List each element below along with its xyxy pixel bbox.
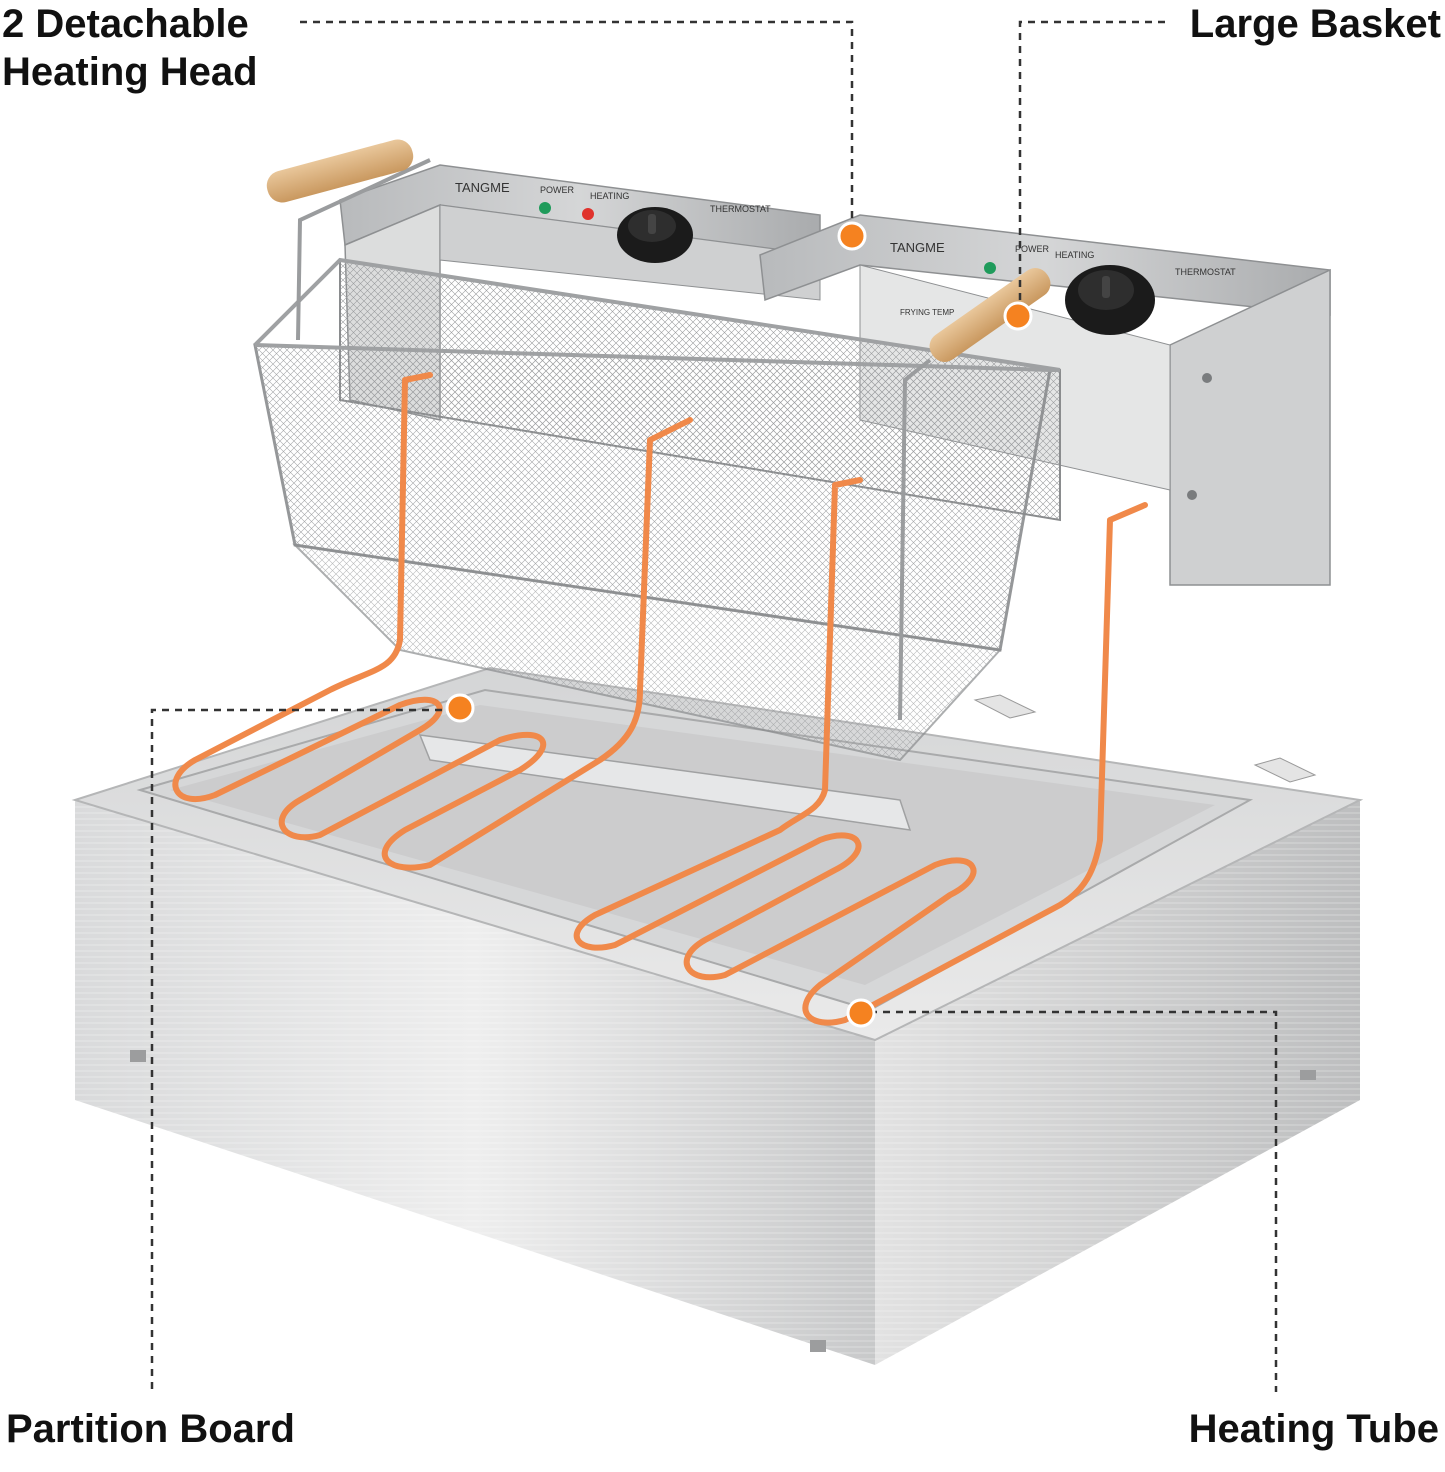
callout-heating-head: 2 Detachable Heating Head (2, 0, 258, 96)
screw (1187, 490, 1197, 500)
markers (445, 221, 1033, 1028)
callout-heating-head-line2: Heating Head (2, 50, 258, 94)
brand-logo-right: TANGME (890, 240, 945, 255)
power-label-right: POWER (1015, 244, 1050, 254)
thermostat-label: THERMOSTAT (710, 204, 771, 214)
heating-tube-right (573, 477, 1148, 1026)
heating-indicator-icon (582, 208, 594, 220)
leader-heating-tube (870, 1010, 1278, 1392)
brand-logo-left: TANGME (455, 180, 510, 195)
power-indicator-icon (984, 262, 996, 274)
callout-heating-head-line1: 2 Detachable (2, 2, 249, 46)
partition-board (418, 734, 912, 831)
basket-handle-left[interactable] (263, 136, 416, 206)
heating-tube-left (172, 372, 693, 871)
thermostat-label-right: THERMOSTAT (1175, 267, 1236, 277)
fry-basket (253, 136, 1061, 762)
callout-partition-board: Partition Board (6, 1407, 295, 1451)
marker-large-basket (1003, 301, 1033, 331)
foot (810, 1340, 826, 1352)
mounting-clip (1253, 757, 1317, 783)
heating-tube-group (172, 372, 1148, 1026)
foot (1300, 1070, 1316, 1080)
screw (1202, 373, 1212, 383)
heating-label-right: HEATING (1055, 250, 1094, 260)
foot (130, 1050, 146, 1062)
heating-label: HEATING (590, 191, 629, 201)
marker-heating-head (837, 221, 867, 251)
fryer-base (71, 666, 1364, 1365)
callout-heating-tube: Heating Tube (1188, 1407, 1439, 1451)
leader-large-basket (1018, 20, 1165, 305)
frying-temp-label: FRYING TEMP (900, 308, 954, 317)
power-label: POWER (540, 185, 575, 195)
leader-lines (150, 20, 1278, 1392)
basket-handle-right[interactable] (924, 263, 1056, 368)
leader-partition-board (150, 708, 455, 1390)
marker-partition-board (445, 693, 475, 723)
marker-heating-tube (846, 998, 876, 1028)
power-indicator-icon (539, 202, 551, 214)
callout-large-basket: Large Basket (1189, 2, 1441, 46)
leader-heating-head (300, 20, 854, 225)
mounting-clip (973, 694, 1037, 719)
